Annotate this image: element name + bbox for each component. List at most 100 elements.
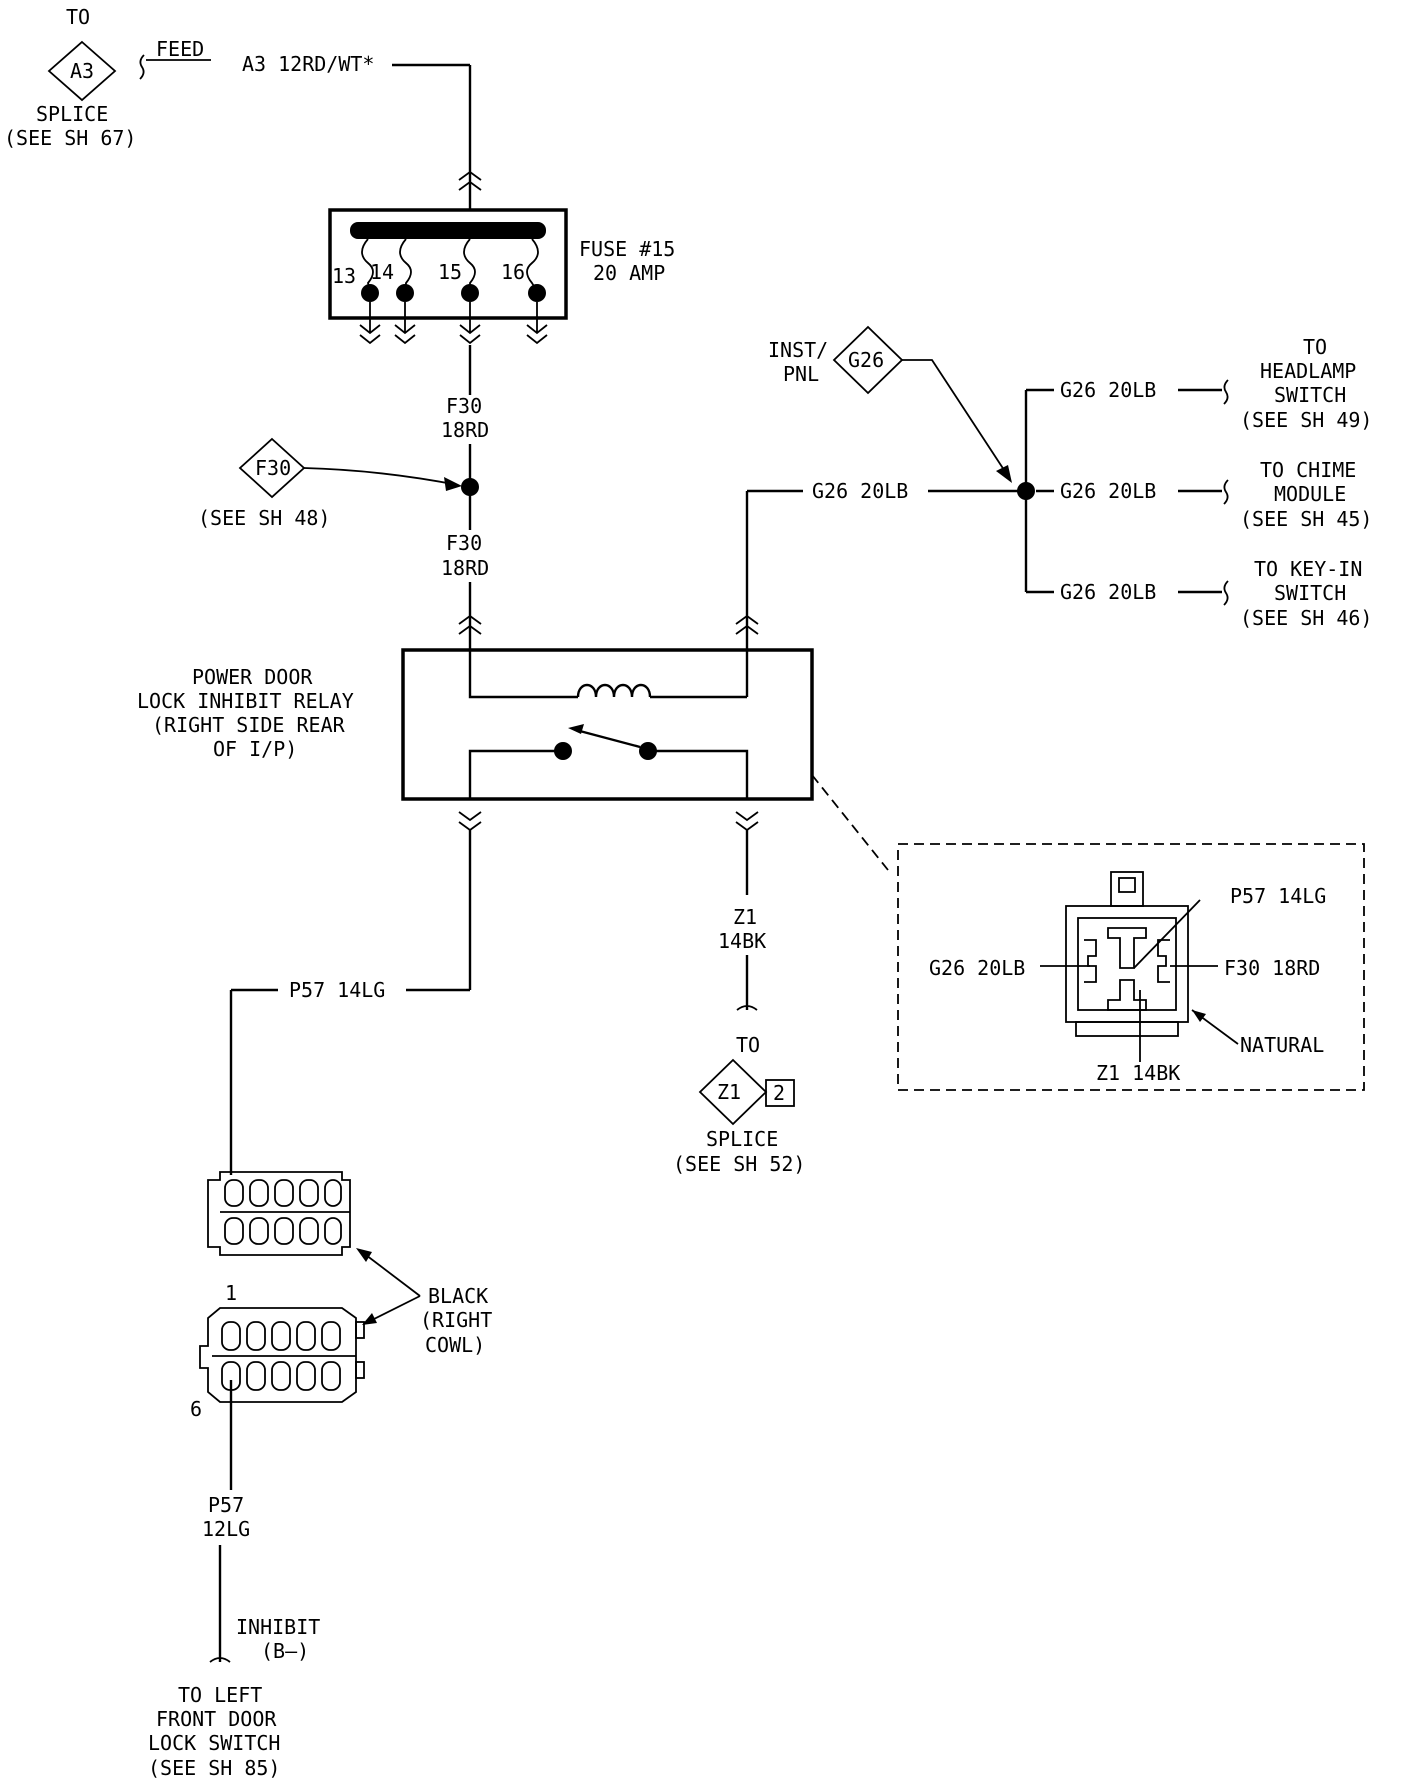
fuse-connector-bottom-16 xyxy=(526,302,548,345)
fuse-connector-bottom-14 xyxy=(394,302,416,345)
g26-branch-1-line-3: SWITCH xyxy=(1274,383,1346,407)
cowl-pin-1: 1 xyxy=(225,1281,237,1305)
cowl-leader-upper-arrowhead xyxy=(356,1248,372,1262)
inhibit-break-symbol xyxy=(209,1657,231,1663)
detail-terminal-right xyxy=(1157,939,1170,983)
f30-tag-leader xyxy=(303,467,459,486)
fuse-element-16 xyxy=(526,238,539,292)
inhibit-label: INHIBIT xyxy=(236,1615,320,1639)
detail-natural: NATURAL xyxy=(1240,1033,1324,1057)
z1-tag-box xyxy=(765,1079,795,1107)
splice-a3-feed: FEED xyxy=(156,37,204,61)
g26-branch-2-break xyxy=(1223,479,1229,505)
relay-switch-circuit xyxy=(468,749,749,800)
f30-tag-diamond xyxy=(238,437,306,499)
splice-a3-ref: (SEE SH 67) xyxy=(4,126,136,150)
relay-label-4: OF I/P) xyxy=(213,737,297,761)
z1-size: 14BK xyxy=(718,929,766,953)
p57-lower-size: 12LG xyxy=(202,1517,250,1541)
detail-connector-latch xyxy=(1110,871,1144,907)
fuse-connector-bottom-13 xyxy=(359,302,381,345)
f30-tag: F30 xyxy=(255,456,291,480)
detail-connector-base xyxy=(1075,1021,1179,1037)
g26-branch-1-line-2: HEADLAMP xyxy=(1260,359,1356,383)
fuse-terminal-14 xyxy=(396,284,414,302)
p57-wire: P57 14LG xyxy=(289,978,385,1002)
fuse-title: FUSE #15 xyxy=(579,237,675,261)
fuse-terminal-15 xyxy=(461,284,479,302)
cowl-upper-cavities xyxy=(224,1179,342,1245)
fuse-connector-top xyxy=(458,170,482,191)
splice-a3-label: SPLICE xyxy=(36,102,108,126)
g26-tag-arrowhead xyxy=(996,465,1012,483)
detail-connector-inner xyxy=(1077,917,1177,1011)
z1-tag: Z1 xyxy=(717,1080,741,1104)
relay-box xyxy=(401,648,814,801)
detail-natural-arrowhead xyxy=(1192,1010,1206,1022)
cowl-lower-tab-top xyxy=(355,1321,365,1339)
f30-size-1: 18RD xyxy=(441,418,489,442)
f30-code-1: F30 xyxy=(446,394,482,418)
detail-terminal-bottom xyxy=(1107,979,1147,1011)
f30-splice-dot xyxy=(461,478,479,496)
p57-lower-code: P57 xyxy=(208,1493,244,1517)
cowl-leader-upper xyxy=(361,1251,421,1297)
cowl-leader-lower-arrowhead xyxy=(362,1313,377,1325)
fuse-connector-bottom-15 xyxy=(459,302,481,345)
g26-branch-1-break xyxy=(1223,379,1229,405)
g26-circuit: INST/ PNL G26 G26 20LB G26 20LB TO HEADL… xyxy=(735,325,1372,697)
g26-branch-1-line-4: (SEE SH 49) xyxy=(1240,408,1372,432)
fuse-terminal-13 xyxy=(361,284,379,302)
g26-tag: G26 xyxy=(848,348,884,372)
g26-branch-2-line-1: TO CHIME xyxy=(1260,458,1356,482)
g26-branch-1-line-1: TO xyxy=(1303,335,1327,359)
cowl-pin-6: 6 xyxy=(190,1397,202,1421)
relay-detail-leader xyxy=(811,774,889,871)
inhibit-line-4: (SEE SH 85) xyxy=(148,1756,280,1780)
fuse-terminal-16 xyxy=(528,284,546,302)
g26-tag-diamond xyxy=(832,325,904,395)
fuse-box xyxy=(328,208,568,320)
fuse-pin-13: 13 xyxy=(332,264,356,288)
splice-a3: TO A3 SPLICE (SEE SH 67) FEED A3 12RD/WT… xyxy=(4,5,472,210)
fuse-pin-16: 16 xyxy=(501,260,525,284)
f30-tag-arrowhead xyxy=(444,477,462,491)
z1-label: SPLICE xyxy=(706,1127,778,1151)
relay-label-3: (RIGHT SIDE REAR xyxy=(152,713,346,737)
power-door-lock-inhibit-relay: POWER DOOR LOCK INHIBIT RELAY (RIGHT SID… xyxy=(137,648,889,871)
p57-circuit: P57 14LG xyxy=(229,830,472,1175)
cowl-label-1: BLACK xyxy=(428,1284,488,1308)
cowl-label-2: (RIGHT xyxy=(420,1308,492,1332)
inhibit-line-2: FRONT DOOR xyxy=(156,1707,277,1731)
g26-branch-2-wire: G26 20LB xyxy=(1060,479,1156,503)
relay-label-1: POWER DOOR xyxy=(192,665,313,689)
fuse-element-14 xyxy=(399,238,412,292)
g26-branch-1-wire: G26 20LB xyxy=(1060,378,1156,402)
detail-f30: F30 18RD xyxy=(1224,956,1320,980)
detail-dashed-box xyxy=(897,843,1365,1091)
g26-branch-3-wire: G26 20LB xyxy=(1060,580,1156,604)
relay-label-2: LOCK INHIBIT RELAY xyxy=(137,689,354,713)
fuse-pin-15: 15 xyxy=(438,260,462,284)
fuse-element-13 xyxy=(361,238,374,292)
fuse-pin-14: 14 xyxy=(370,260,394,284)
z1-code: Z1 xyxy=(733,905,757,929)
relay-connector-bottom-right xyxy=(735,811,759,832)
g26-branch-3-line-3: (SEE SH 46) xyxy=(1240,606,1372,630)
g26-branch-3-line-2: SWITCH xyxy=(1274,581,1346,605)
feed-break-symbol xyxy=(139,54,145,80)
cowl-lower-body xyxy=(199,1307,357,1403)
relay-switch-arrowhead xyxy=(568,724,584,734)
g26-inst-pnl-2: PNL xyxy=(783,362,819,386)
detail-connector-body xyxy=(1065,905,1189,1023)
g26-trunk-wire: G26 20LB xyxy=(812,479,908,503)
z1-break-symbol xyxy=(736,1005,758,1011)
g26-inst-pnl-1: INST/ xyxy=(768,338,828,362)
g26-branch-3-break xyxy=(1223,580,1229,606)
z1-tag-diamond xyxy=(698,1058,768,1126)
g26-tag-leader xyxy=(902,359,1009,477)
f30-circuit: F30 18RD F30 (SEE SH 48) F30 18RD xyxy=(198,345,489,648)
fuse-element-15 xyxy=(463,238,476,291)
cowl-leader-lower xyxy=(367,1295,421,1323)
